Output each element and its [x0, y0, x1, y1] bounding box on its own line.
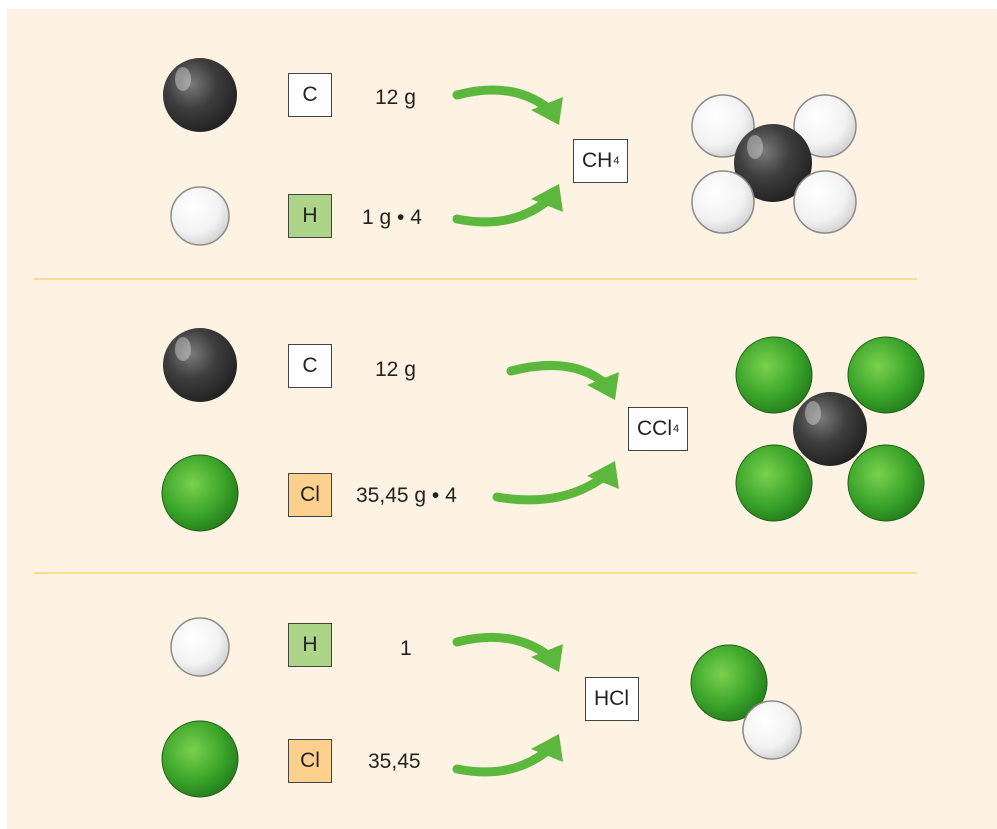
- arrow-icon: [452, 85, 563, 125]
- row-divider: [34, 278, 917, 280]
- product-formula: HCl: [585, 677, 639, 721]
- formula-main: CCl: [637, 417, 672, 440]
- carbon-tetrachloride-molecule-icon: [735, 336, 925, 522]
- formula-main: CH: [582, 149, 613, 172]
- arrow-icon: [452, 734, 563, 777]
- element-symbol-hydrogen: H: [288, 194, 332, 238]
- mass-label: 12 g: [375, 358, 416, 381]
- mass-label: 12 g: [375, 86, 416, 109]
- hydrogen-atom-icon: [170, 617, 230, 677]
- diagram-graphics: [161, 58, 925, 798]
- carbon-atom-icon: [163, 58, 237, 132]
- arrow-icon: [506, 361, 619, 400]
- chlorine-atom-icon: [161, 454, 239, 532]
- mass-label: 1 g • 4: [362, 206, 422, 229]
- mass-label: 35,45: [368, 750, 421, 773]
- mass-label: 1: [400, 637, 412, 660]
- element-symbol-chlorine: Cl: [288, 739, 332, 783]
- element-symbol-hydrogen: H: [288, 623, 332, 667]
- hydrogen-atom-icon: [170, 186, 230, 246]
- hydrogen-chloride-molecule-icon: [690, 644, 802, 760]
- formula-main: HCl: [594, 687, 629, 710]
- methane-molecule-icon: [691, 94, 857, 234]
- row-divider: [34, 572, 917, 574]
- formula-subscript: 4: [673, 423, 680, 435]
- element-symbol-chlorine: Cl: [288, 473, 332, 517]
- carbon-atom-icon: [163, 328, 237, 402]
- mass-label: 35,45 g • 4: [356, 484, 457, 507]
- arrow-icon: [452, 632, 563, 672]
- formula-subscript: 4: [613, 155, 620, 167]
- arrow-icon: [452, 184, 563, 227]
- chlorine-atom-icon: [161, 720, 239, 798]
- element-symbol-carbon: C: [288, 344, 332, 388]
- arrow-icon: [492, 461, 619, 505]
- element-symbol-carbon: C: [288, 73, 332, 117]
